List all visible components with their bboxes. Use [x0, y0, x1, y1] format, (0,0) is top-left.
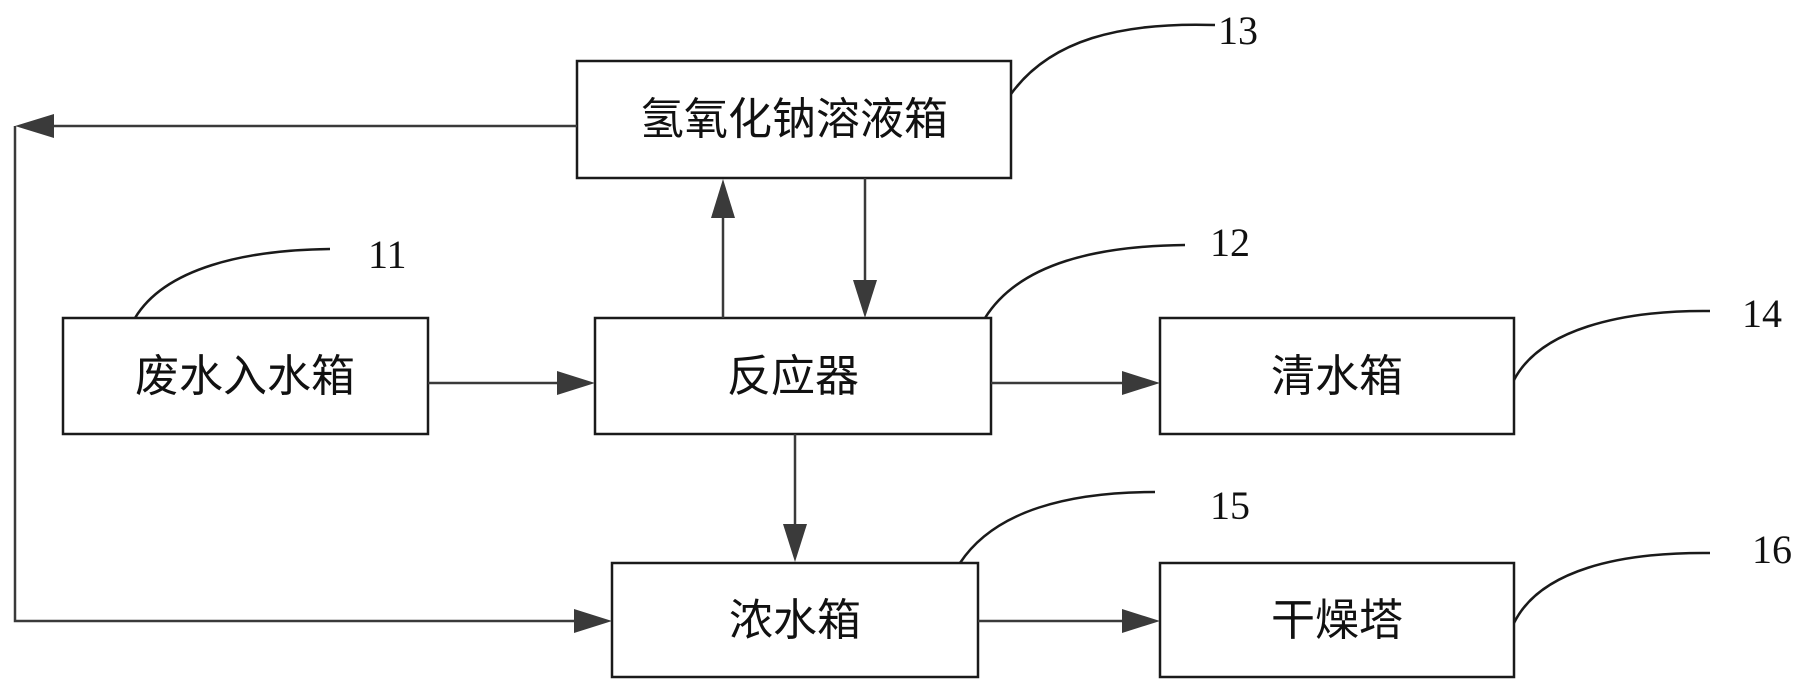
arrow-naoh-tank-loop-to-concentrate-tank [13, 114, 612, 633]
arrow-reactor-to-clean-water-tank [991, 371, 1160, 395]
wastewater-inlet-tank-label: 废水入水箱 [135, 351, 355, 402]
clean-water-tank-box [1158, 316, 1516, 436]
leader-line-13 [1009, 23, 1216, 95]
arrow-reactor-to-naoh-tank [711, 179, 735, 318]
arrow-naoh-tank-to-reactor [853, 178, 877, 318]
arrow-reactor-to-concentrate-tank [783, 434, 807, 562]
drying-tower-label: 干燥塔 [1271, 595, 1403, 646]
ref-number-13: 13 [1218, 8, 1258, 53]
leader-line-16 [1512, 551, 1711, 624]
ref-number-14: 14 [1742, 291, 1782, 336]
clean-water-tank-label: 清水箱 [1271, 351, 1403, 402]
leader-line-14 [1512, 309, 1711, 381]
arrow-concentrate-tank-to-drying-tower [978, 609, 1160, 633]
leader-line-15 [958, 490, 1156, 564]
drying-tower-box [1158, 561, 1516, 679]
leader-line-11 [133, 247, 331, 319]
reactor-node: 反应器 [593, 316, 993, 436]
concentrate-tank-box [610, 561, 980, 679]
concentrate-tank-node: 浓水箱 [610, 561, 980, 679]
leader-line-12 [983, 243, 1186, 319]
naoh-tank-box [575, 59, 1013, 180]
ref-number-12: 12 [1210, 220, 1250, 265]
arrow-inlet-to-reactor [428, 371, 595, 395]
wastewater-inlet-tank-node: 废水入水箱 [61, 316, 430, 436]
wastewater-inlet-tank-box [61, 316, 430, 436]
ref-number-16: 16 [1752, 527, 1792, 572]
concentrate-tank-label: 浓水箱 [729, 595, 861, 646]
clean-water-tank-node: 清水箱 [1158, 316, 1516, 436]
naoh-tank-label: 氢氧化钠溶液箱 [640, 94, 948, 145]
ref-number-15: 15 [1210, 483, 1250, 528]
reactor-label: 反应器 [727, 351, 859, 402]
ref-number-11: 11 [368, 232, 407, 277]
drying-tower-node: 干燥塔 [1158, 561, 1516, 679]
reactor-box [593, 316, 993, 436]
naoh-tank-node: 氢氧化钠溶液箱 [575, 59, 1013, 180]
